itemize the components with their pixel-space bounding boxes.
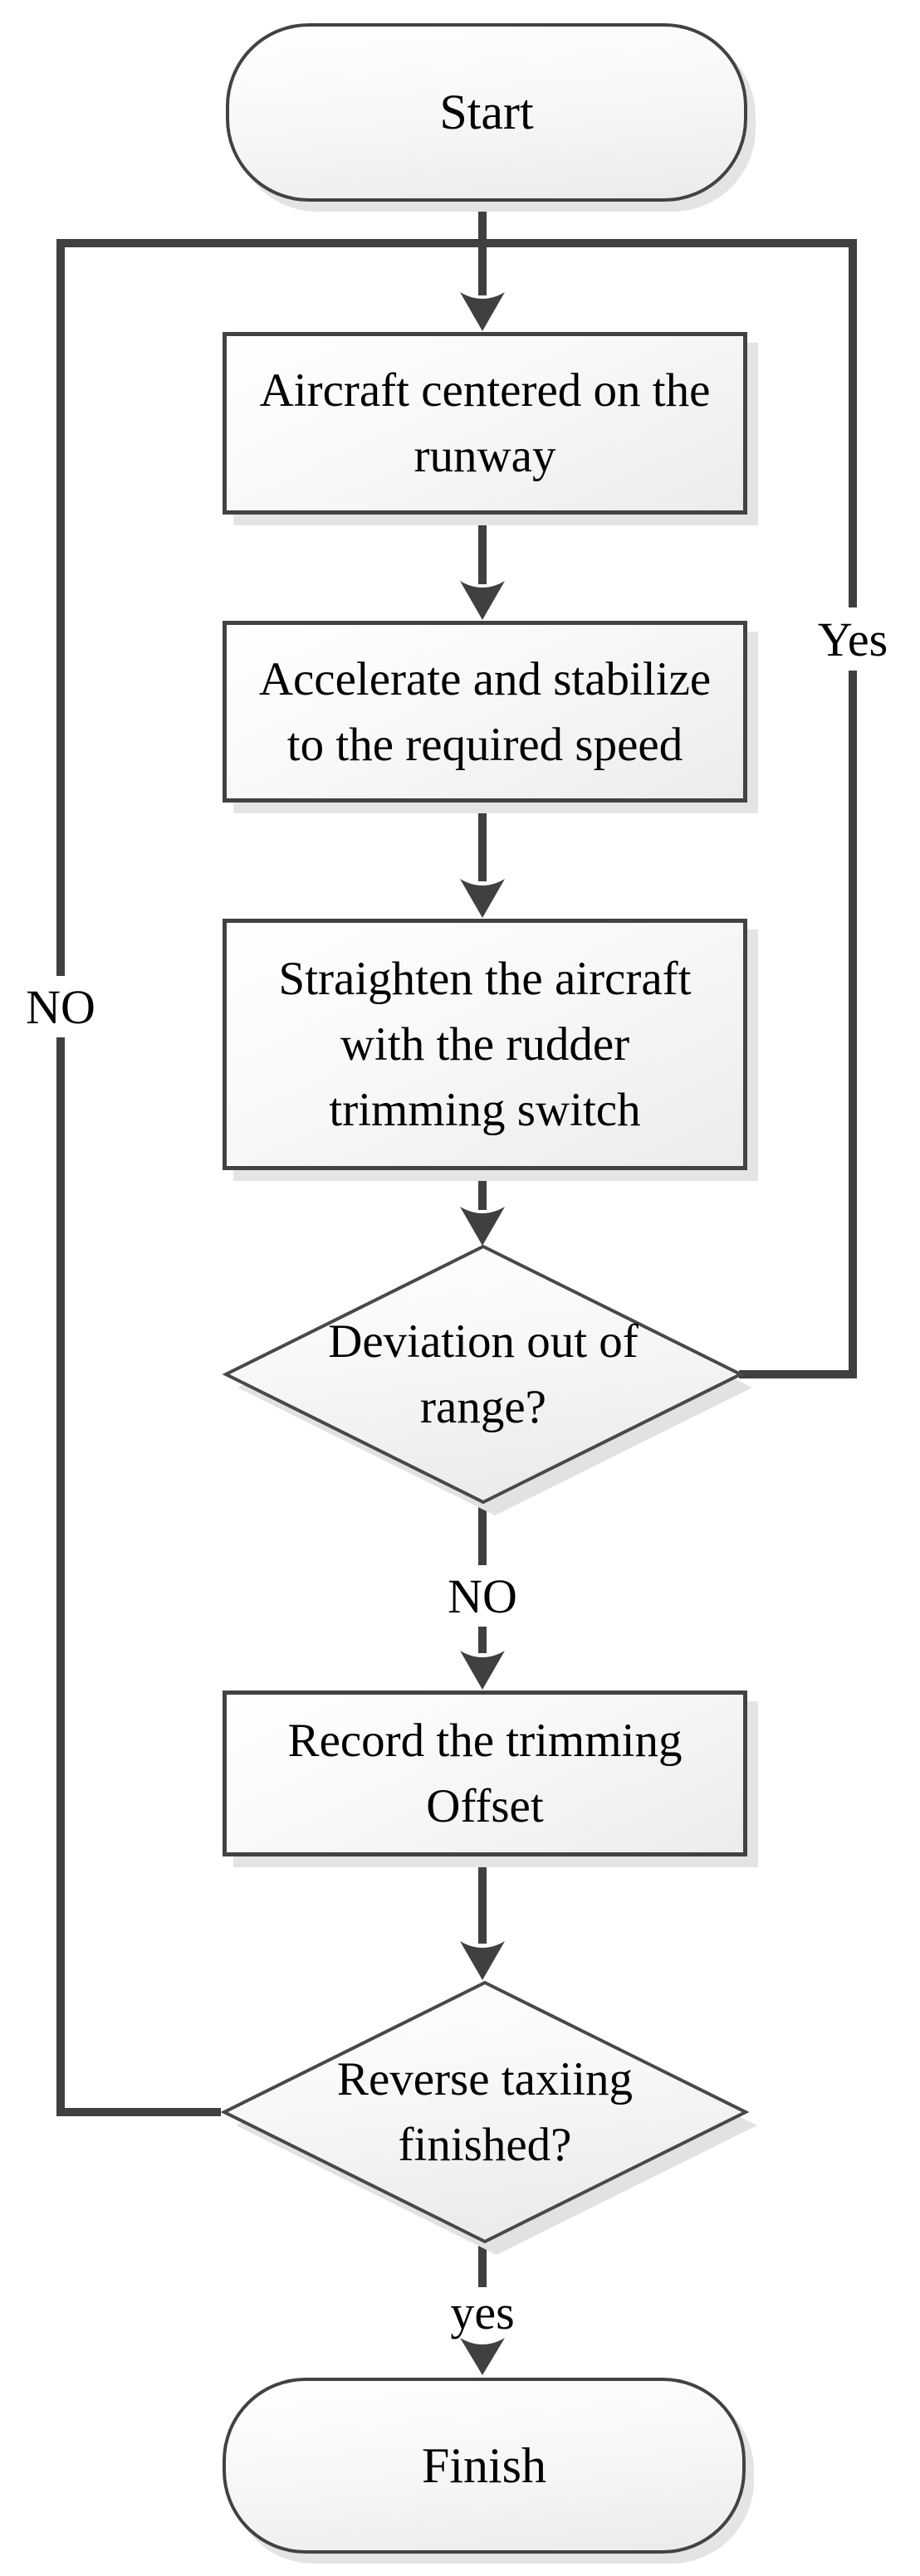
edge-label-reverse-yes: yes — [420, 2286, 545, 2339]
node-accelerate-stabilize: Accelerate and stabilize to the required… — [223, 621, 747, 803]
node-aircraft-centered: Aircraft centered on the runway — [223, 332, 747, 515]
node-start: Start — [226, 23, 747, 202]
node-deviation-decision: Deviation out of range? — [222, 1244, 752, 1515]
deviation-decision-label: Deviation out of range? — [328, 1315, 639, 1433]
arrowhead-deviation-to-record — [460, 1651, 505, 1690]
loop-connector — [56, 239, 857, 2116]
deviation-diamond-outline — [222, 1244, 745, 1505]
reverse-diamond-shape — [220, 1980, 757, 2255]
node-finish: Finish — [223, 2378, 746, 2554]
edge-label-reverse-no-loop: NO — [0, 976, 121, 1037]
node-record-offset: Record the trimming Offset — [223, 1690, 747, 1856]
node-straighten-aircraft: Straighten the aircraft with the rudder … — [223, 919, 747, 1170]
reverse-diamond-outline — [220, 1980, 750, 2244]
arrowhead-centered-to-accelerate — [460, 581, 505, 620]
edge-label-deviation-no: NO — [420, 1565, 545, 1627]
arrowhead-record-to-reverse — [460, 1941, 505, 1980]
node-reverse-taxiing-decision: Reverse taxiing finished? — [220, 1980, 757, 2255]
arrowhead-start-to-centered — [460, 292, 505, 331]
arrowhead-straighten-to-deviation — [460, 1207, 505, 1246]
reverse-taxiing-decision-label: Reverse taxiing finished? — [336, 2053, 634, 2171]
arrowhead-reverse-to-finish — [460, 2338, 505, 2375]
edge-label-deviation-yes: Yes — [789, 607, 917, 671]
arrowhead-accelerate-to-straighten — [460, 879, 505, 918]
deviation-diamond-shape — [222, 1244, 752, 1515]
